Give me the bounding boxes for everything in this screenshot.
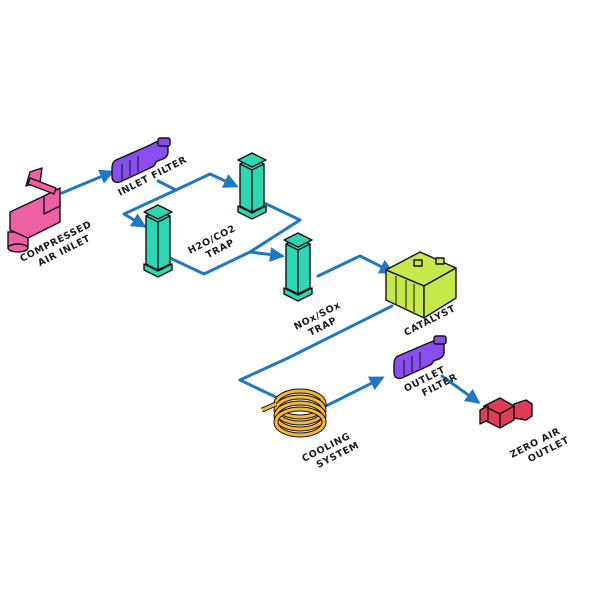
column-trap-icon — [283, 232, 313, 302]
faucet-icon — [7, 167, 61, 253]
coil-icon — [261, 388, 327, 438]
label-zero-air-outlet: ZERO AIR OUTLET — [508, 426, 571, 465]
column-trap-icon — [237, 152, 267, 220]
cylinder-filter-icon — [393, 335, 447, 380]
column-trap-icon — [143, 204, 173, 278]
flow-filter-to-traps — [156, 179, 178, 192]
flow-lines — [60, 169, 481, 408]
flow-nox-to-catalyst — [316, 254, 395, 278]
flow-upper-trap-out — [260, 200, 302, 222]
flow-outlet-filter-to-outlet — [440, 374, 481, 404]
nozzle-icon — [479, 397, 533, 429]
flow-lower-trap-out — [168, 250, 252, 276]
cylinder-filter-icon — [111, 137, 171, 184]
flow-catalyst-to-cooling — [238, 304, 394, 402]
label-nox-sox-trap: NOx/SOx TRAP — [292, 300, 342, 339]
flow-merge-to-nox — [248, 218, 302, 262]
flow-split-upper — [174, 172, 239, 192]
flow-inlet-to-filter — [60, 169, 115, 195]
flow-split-lower — [122, 188, 178, 228]
flow-cooling-to-outlet-filter — [324, 376, 385, 408]
box-catalyst-icon — [385, 251, 457, 319]
